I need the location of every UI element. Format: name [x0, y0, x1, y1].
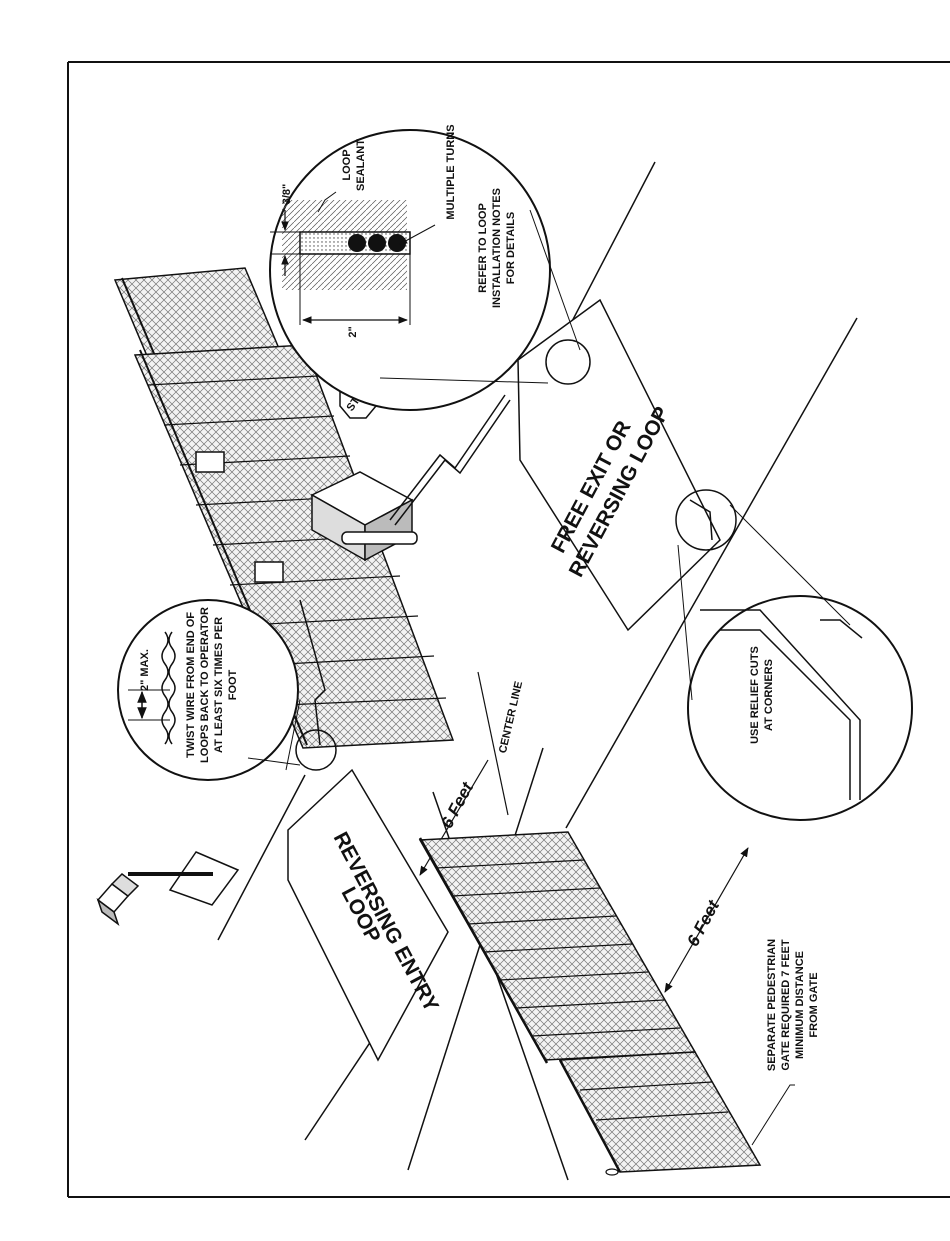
pedestrian-leader: [751, 1084, 795, 1146]
entry-loop-outline: [287, 768, 449, 1062]
relief-corner-detail: [689, 499, 713, 541]
relief-corner-marker: [675, 489, 737, 551]
pedestrian-gate: [558, 1051, 762, 1176]
twist-wire-label-3: AT LEAST SIX TIMES PER: [213, 617, 225, 753]
pedestrian-label-1: SEPARATE PEDESTRIAN: [766, 939, 778, 1071]
lower-gate: [418, 831, 697, 1064]
gate-operator: [195, 451, 418, 583]
center-line: [477, 671, 509, 816]
six-feet-bottom-label: 6 Feet: [683, 896, 723, 949]
relief-cuts-label-1: USE RELIEF CUTS: [749, 646, 761, 744]
twist-wire-label-2: LOOPS BACK TO OPERATOR: [199, 607, 211, 763]
dim-line-bottom: [664, 847, 749, 993]
refer-notes-label-1: REFER TO LOOP: [477, 203, 489, 293]
six-feet-top-label: 6 Feet: [437, 778, 477, 831]
twist-max-label: 2" MAX.: [139, 649, 151, 691]
dim-2-label: 2": [347, 326, 359, 337]
twist-wire-label-4: FOOT: [227, 669, 239, 700]
center-line-label: CENTER LINE: [497, 680, 525, 754]
loop-sealant-label-1: LOOP: [341, 149, 353, 180]
free-exit-loop-outline: [517, 298, 721, 632]
keypad-pedestal: [96, 851, 240, 927]
pedestrian-label-2: GATE REQUIRED 7 FEET: [780, 939, 792, 1070]
loop-section-callout: [269, 129, 581, 411]
pedestrian-label-4: FROM GATE: [808, 972, 820, 1037]
relief-cuts-label-2: AT CORNERS: [763, 659, 775, 731]
loop-wires: [299, 394, 511, 746]
multiple-turns-label: MULTIPLE TURNS: [445, 124, 457, 219]
relief-cuts-callout: [677, 504, 913, 821]
refer-notes-label-3: FOR DETAILS: [505, 212, 517, 285]
twist-wire-callout: [117, 599, 337, 781]
pedestrian-label-3: MINIMUM DISTANCE: [794, 951, 806, 1059]
refer-notes-label-2: INSTALLATION NOTES: [491, 188, 503, 308]
dim-3-8-label: 3/8": [281, 184, 293, 205]
loop-corner-marker: [545, 339, 591, 385]
loop-sealant-label-2: SEALANT: [355, 139, 367, 191]
twist-wire-label-1: TWIST WIRE FROM END OF: [185, 612, 197, 758]
